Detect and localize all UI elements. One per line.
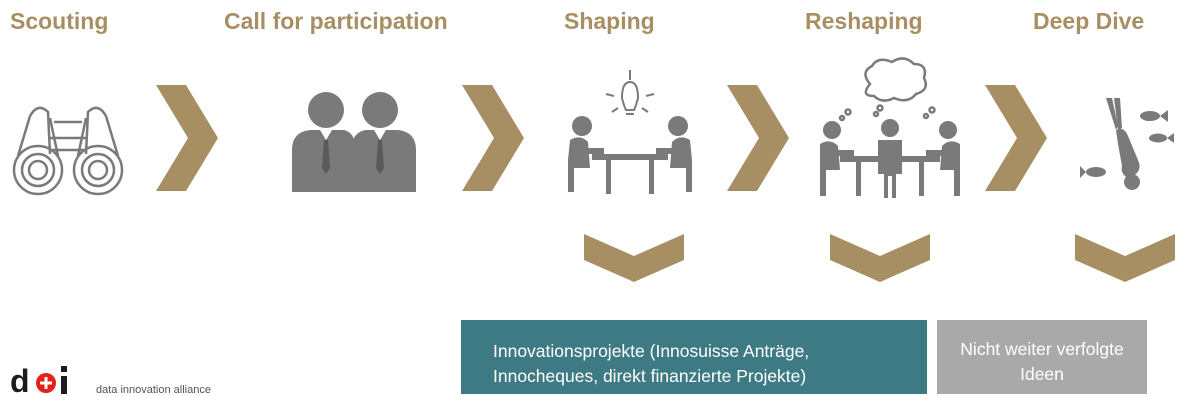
dai-logo: d — [10, 366, 67, 394]
innovation-projects-line1: Innovationsprojekte (Innosuisse Anträge, — [493, 341, 810, 361]
stage-title-reshaping: Reshaping — [805, 8, 923, 34]
chevron-right-2 — [462, 85, 524, 191]
chevron-right-3 — [727, 85, 789, 191]
two-people-icon — [292, 92, 416, 192]
not-pursued-line1: Nicht weiter verfolgte — [960, 339, 1124, 359]
innovation-projects-box: Innovationsprojekte (Innosuisse Anträge,… — [461, 320, 927, 394]
svg-text:d: d — [10, 366, 30, 394]
innovation-projects-line2: Innocheques, direkt finanzierte Projekte… — [493, 366, 807, 386]
binoculars-icon — [12, 106, 124, 196]
chevron-down-3 — [1075, 234, 1175, 282]
chevron-right-4 — [985, 85, 1047, 191]
stage-title-shaping: Shaping — [564, 8, 655, 34]
group-thinking-icon — [820, 57, 960, 198]
stage-title-deep-dive: Deep Dive — [1033, 8, 1145, 34]
stage-title-scouting: Scouting — [10, 8, 109, 34]
meeting-lightbulb-icon — [568, 70, 692, 194]
diver-icon — [1080, 98, 1174, 190]
logo-tagline: data innovation alliance — [96, 384, 211, 396]
not-pursued-ideas-box: Nicht weiter verfolgte Ideen — [937, 320, 1147, 394]
chevron-down-2 — [830, 234, 930, 282]
chevron-down-1 — [584, 234, 684, 282]
chevron-right-1 — [156, 85, 218, 191]
not-pursued-line2: Ideen — [1020, 364, 1064, 384]
stage-title-call-for-participation: Call for participation — [224, 8, 448, 34]
